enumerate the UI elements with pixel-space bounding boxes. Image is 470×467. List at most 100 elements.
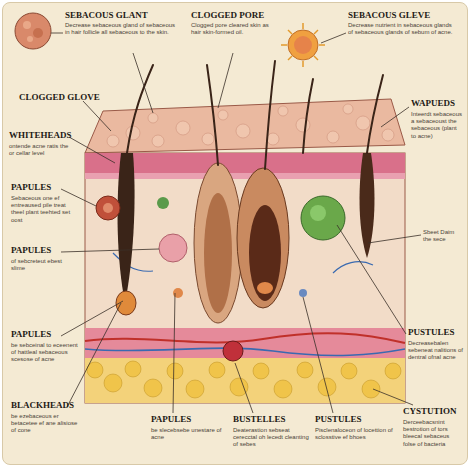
art-path: [85, 348, 405, 355]
callout-note: Derceebacsnint bestrotion of tors bleeca…: [403, 419, 463, 448]
callout-heading: CLOGGED PORE: [191, 11, 264, 21]
art-circle: [202, 133, 214, 145]
art-line: [51, 33, 63, 34]
callout-note: be slecebsebe unestare of acne: [151, 427, 227, 441]
art-circle: [385, 363, 401, 379]
art-g: [127, 61, 383, 169]
art-line: [288, 30, 292, 34]
art-circle: [15, 13, 51, 49]
art-circle: [173, 288, 183, 298]
art-path: [118, 153, 135, 303]
callout-heading: SEBACOUS GLANT: [65, 11, 148, 21]
art-line: [337, 225, 406, 334]
art-circle: [382, 129, 394, 141]
art-path: [333, 262, 373, 273]
callout-note: Pisclenaloceon of locettion of sclosstiv…: [315, 427, 393, 441]
art-g: [281, 23, 325, 67]
art-circle: [278, 106, 288, 116]
art-line: [303, 297, 333, 413]
art-circle: [186, 380, 204, 398]
callout-heading: CYSTUTION: [403, 407, 457, 417]
art-line: [288, 56, 292, 60]
art-circle: [27, 36, 33, 42]
art-circle: [310, 205, 326, 221]
art-path: [85, 333, 405, 343]
callout-note: Sbeet Daim the sece: [423, 229, 463, 243]
art-circle: [223, 341, 243, 361]
art-circle: [274, 380, 292, 398]
art-line: [67, 303, 121, 407]
art-circle: [144, 379, 162, 397]
art-g: [107, 104, 394, 147]
art-line: [61, 189, 96, 206]
art-circle: [96, 196, 120, 220]
callout-note: of sebcreteut ebest slime: [11, 258, 71, 272]
art-path: [127, 65, 153, 153]
art-path: [303, 79, 313, 153]
art-line: [83, 101, 111, 131]
art-circle: [152, 135, 164, 147]
art-circle: [296, 118, 310, 132]
callout-heading: PAPULES: [11, 183, 51, 193]
callout-note: Sebaceous one ef entreaused pile treat t…: [11, 195, 79, 224]
art-line: [321, 33, 346, 43]
art-rect: [85, 328, 405, 358]
art-circle: [148, 113, 158, 123]
art-circle: [126, 126, 140, 140]
art-circle: [159, 234, 187, 262]
callout-note: ontende acne ratis the or cellar level: [9, 143, 75, 157]
art-g: [51, 33, 421, 413]
art-circle: [343, 104, 353, 114]
art-line: [235, 363, 253, 413]
art-circle: [33, 28, 43, 38]
art-circle: [253, 363, 269, 379]
art-circle: [356, 116, 370, 130]
art-circle: [327, 131, 339, 143]
art-circle: [209, 362, 225, 378]
art-line: [302, 23, 304, 29]
art-circle: [297, 362, 313, 378]
art-line: [319, 44, 325, 46]
art-circle: [176, 121, 190, 135]
art-line: [302, 61, 304, 67]
art-ellipse: [249, 205, 281, 301]
art-circle: [294, 36, 312, 54]
art-line: [133, 53, 153, 113]
callout-heading: PAPULES: [151, 415, 191, 425]
art-ellipse: [194, 163, 242, 323]
art-line: [373, 389, 413, 405]
callout-heading: CLOGGED GLOVE: [19, 93, 100, 103]
skin-illustration: [3, 3, 467, 464]
art-line: [69, 137, 115, 163]
art-line: [368, 235, 421, 243]
art-circle: [267, 133, 279, 145]
art-circle: [288, 30, 318, 60]
art-ellipse: [257, 282, 273, 294]
art-circle: [167, 363, 183, 379]
art-circle: [299, 289, 307, 297]
art-line: [314, 56, 318, 60]
art-circle: [218, 110, 228, 120]
callout-heading: WAPUEDS: [411, 99, 455, 109]
callout-note: Decrease nutrient in sebaceous glands of…: [348, 22, 458, 36]
art-circle: [107, 135, 119, 147]
callout-heading: PAPULES: [11, 246, 51, 256]
callout-note: Decrease sebaceous gland of sebaceous in…: [65, 22, 177, 36]
callout-heading: SEBACOUS GLEVE: [348, 11, 430, 21]
art-rect: [85, 358, 405, 403]
callout-heading: WHITEHEADS: [9, 131, 72, 141]
art-circle: [341, 363, 357, 379]
callout-note: Decreasebalen sebeneat nalitions of dent…: [408, 340, 464, 362]
art-path: [207, 65, 218, 165]
art-path: [367, 75, 383, 153]
art-circle: [104, 374, 122, 392]
art-circle: [301, 196, 345, 240]
callout-heading: PUSTULES: [408, 328, 455, 338]
callout-heading: PAPULES: [11, 330, 51, 340]
callout-note: Deaterastion sebseat cerecctal oh lecedt…: [233, 427, 309, 449]
art-line: [314, 30, 318, 34]
art-circle: [236, 124, 250, 138]
art-line: [218, 53, 233, 108]
art-circle: [23, 21, 31, 29]
